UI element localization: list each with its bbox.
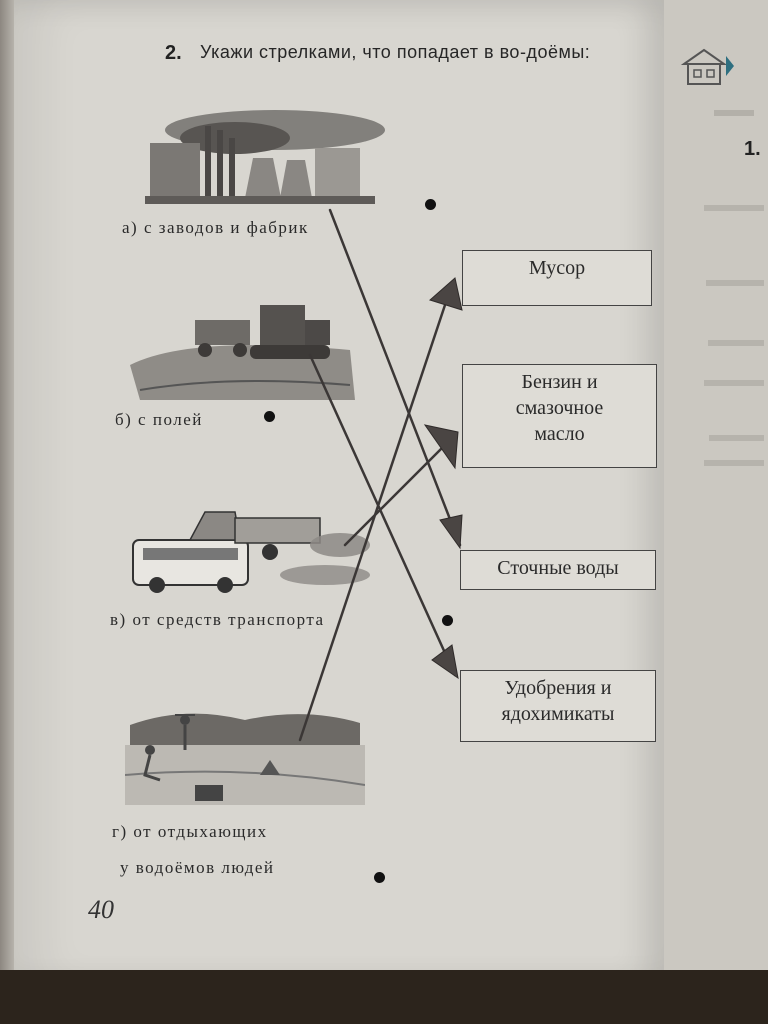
table-surface — [0, 970, 768, 1024]
source-dot-fields[interactable] — [264, 411, 275, 422]
tractor-illustration — [130, 305, 355, 400]
target-label-fertilizers-line2: ядохимикаты — [501, 703, 615, 725]
opposite-page-ghost-text — [704, 110, 764, 466]
source-label-vacationers-line1: г) от отдыхающих — [112, 822, 268, 841]
task-number: 2. — [165, 42, 182, 64]
target-label-fuel-line1: Бензин и — [521, 371, 598, 393]
house-icon — [680, 48, 734, 85]
transport-illustration — [132, 511, 370, 593]
arrowhead-fuel — [423, 424, 459, 470]
source-dot-vacationers[interactable] — [374, 872, 385, 883]
target-label-fuel-line3: масло — [534, 423, 585, 445]
target-label-garbage: Мусор — [528, 257, 586, 279]
arrow-vacationers-to-garbage — [298, 288, 452, 742]
picnic-illustration — [125, 713, 365, 805]
task-instruction: Укажи стрелками, что попадает в во-доёмы… — [200, 42, 591, 62]
arrowhead-wastewater — [439, 514, 463, 550]
source-label-vacationers-line2: у водоёмов людей — [120, 858, 275, 877]
source-label-fields: б) с полей — [115, 410, 203, 429]
factory-illustration — [145, 110, 385, 204]
page-number: 40 — [88, 895, 114, 924]
opposite-page — [664, 0, 768, 990]
arrow-factories-to-wastewater — [328, 208, 462, 547]
target-box-fuel-oil[interactable]: Бензин и смазочное масло — [462, 364, 657, 468]
target-label-fertilizers-line1: Удобрения и — [504, 677, 612, 699]
target-box-wastewater[interactable]: Сточные воды — [460, 550, 656, 590]
source-dot-factories[interactable] — [425, 199, 436, 210]
target-label-wastewater: Сточные воды — [497, 557, 619, 579]
source-label-transport: в) от средств транспорта — [110, 610, 325, 629]
arrowhead-fertilizers — [431, 644, 459, 680]
arrow-fields-to-fertilizers — [308, 353, 457, 677]
target-box-garbage[interactable]: Мусор — [462, 250, 652, 306]
arrow-transport-to-fuel — [343, 438, 452, 547]
target-label-fuel-line2: смазочное — [515, 397, 604, 419]
target-box-fertilizers[interactable]: Удобрения и ядохимикаты — [460, 670, 656, 742]
opposite-page-task-number: 1. — [744, 138, 761, 160]
source-dot-transport[interactable] — [442, 615, 453, 626]
source-label-factories: а) с заводов и фабрик — [122, 218, 309, 237]
arrowhead-garbage — [429, 277, 463, 311]
